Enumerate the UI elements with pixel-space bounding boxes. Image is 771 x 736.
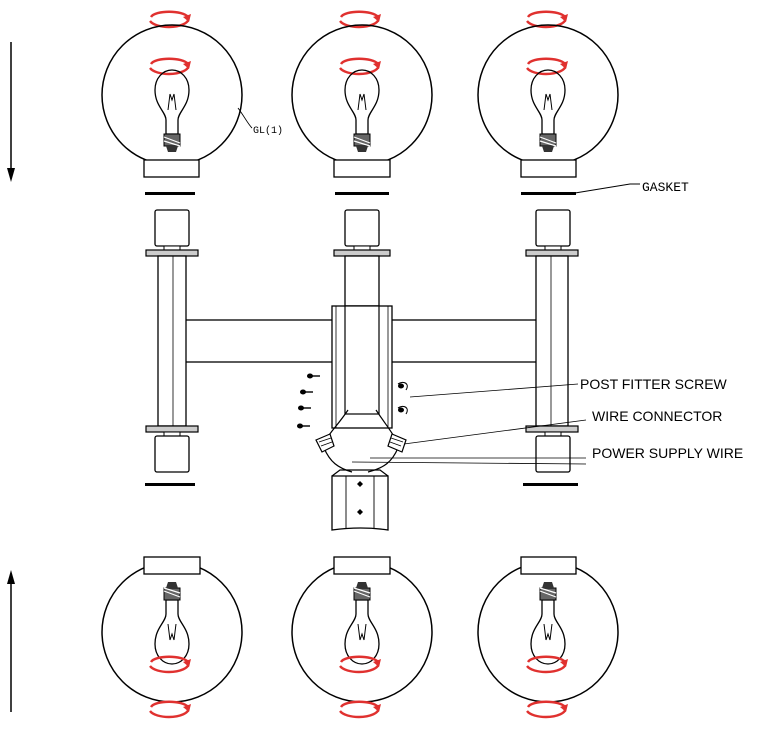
wire-connector-label: WIRE CONNECTOR [592,408,722,424]
rotation-arrow-icon [148,57,193,76]
light-bulb-icon [530,581,566,665]
globe-tag: GL(1) [253,125,283,137]
bottom-globe-left [101,556,243,719]
power-supply-wire-label: POWER SUPPLY WIRE [592,445,743,461]
top-gaskets [145,192,576,195]
light-bulb-icon [530,69,566,153]
wire-connector-left [315,433,335,453]
post-fitter-screws [296,372,408,430]
bottom-globe-center [291,556,433,719]
arrow-up-icon [7,570,15,712]
top-globe-right [477,10,619,178]
post-fitter-screw-label: POST FITTER SCREW [580,376,728,392]
bottom-globe-right [477,556,619,719]
gasket-label: GASKET [642,180,689,195]
light-bulb-icon [344,69,380,153]
callout-lines [351,383,587,465]
rotation-arrow-icon [525,57,570,76]
pole-top [331,469,389,531]
fixture-body [145,209,579,473]
rotation-arrow-icon [525,700,570,719]
rotation-arrow-icon [338,57,383,76]
bottom-gaskets [145,483,578,486]
light-bulb-icon [344,581,380,665]
light-bulb-icon [154,581,190,665]
wire-connector-right [387,433,407,453]
light-bulb-icon [154,69,190,153]
arrow-down-icon [7,42,15,182]
top-globe-center [291,10,433,178]
rotation-arrow-icon [148,700,193,719]
rotation-arrow-icon [338,700,383,719]
top-globe-left: GL(1) [101,10,283,178]
